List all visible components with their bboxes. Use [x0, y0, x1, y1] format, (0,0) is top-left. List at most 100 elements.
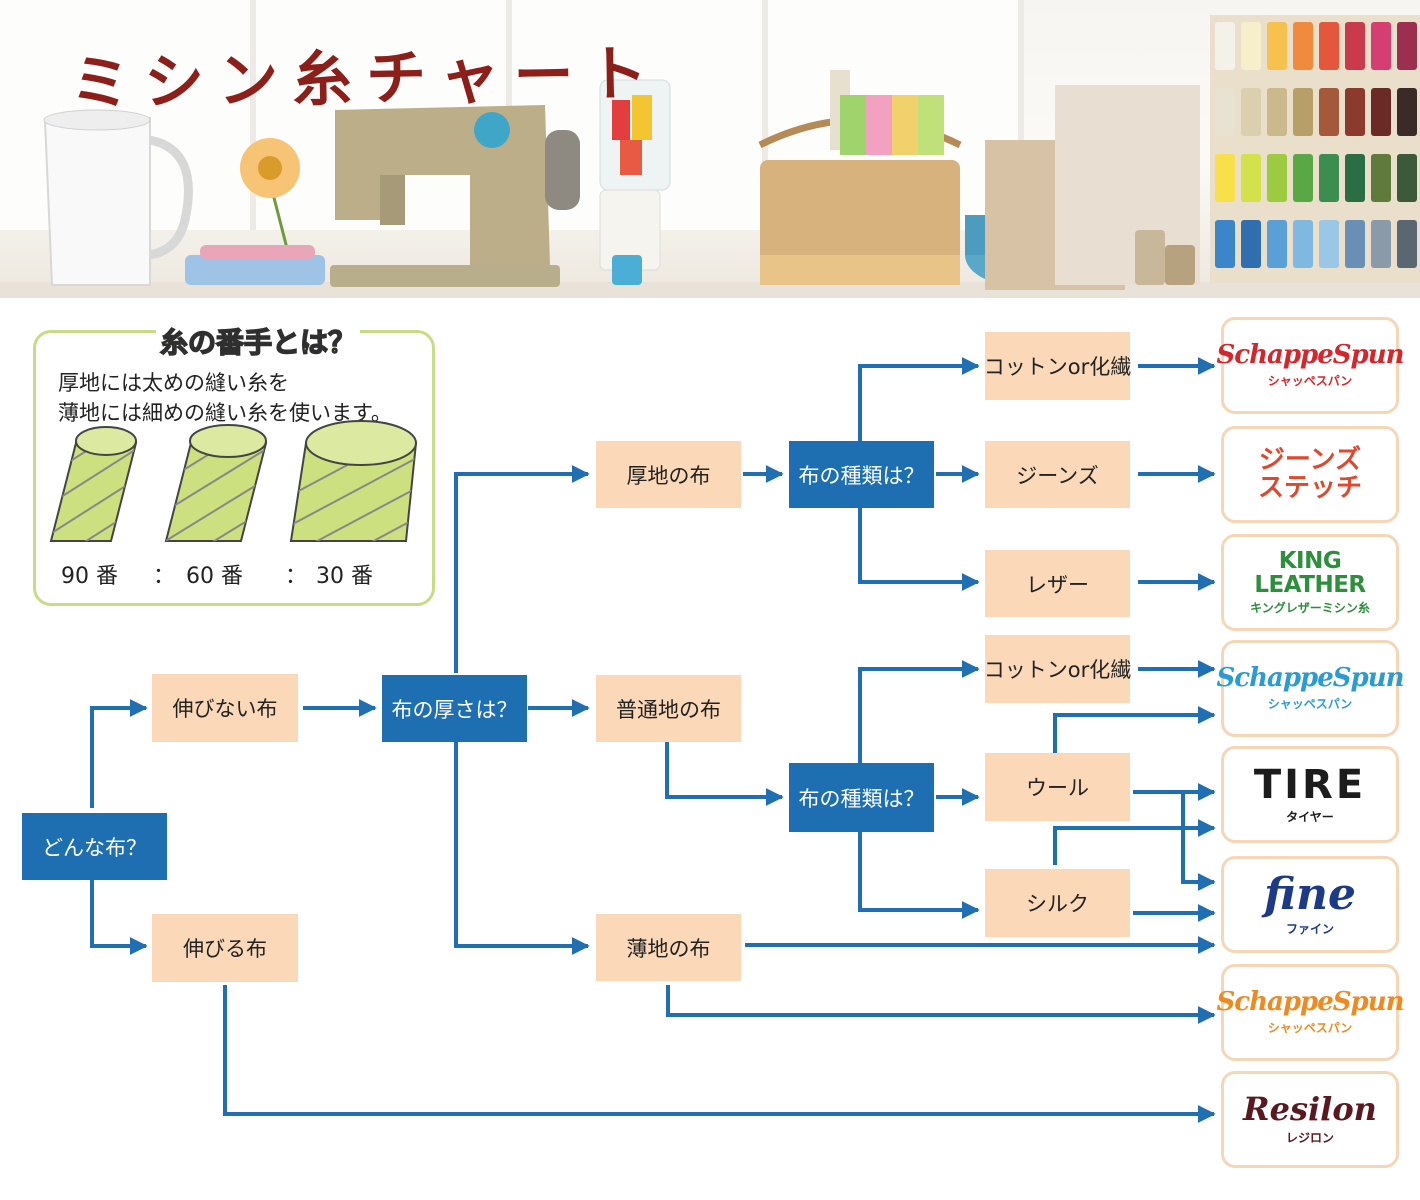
edge-wool-to-fine	[1133, 790, 1216, 891]
brand-card-tire: TIRE タイヤー	[1221, 746, 1399, 843]
edge-thickness-to-heavy	[454, 465, 590, 673]
brand-card-resilon: Resilon レジロン	[1221, 1071, 1399, 1168]
ratio-separator: ：	[153, 564, 176, 589]
thread-spool	[1397, 220, 1417, 268]
thread-jar-illustration	[599, 79, 671, 285]
thread-spool	[1267, 88, 1287, 136]
thread-thickness-illustration	[49, 420, 418, 542]
brand-logo-king-leather: KING LEATHER	[1254, 547, 1366, 598]
info-text-heavy: 厚地には太めの縫い糸を	[58, 371, 289, 395]
type-question-heavy: 布の種類は？	[789, 441, 934, 508]
brand-kana: キングレザーミシン糸	[1250, 601, 1370, 616]
type-question-medium: 布の種類は？	[789, 763, 934, 832]
brand-logo-resilon: Resilon	[1243, 1090, 1377, 1129]
option-light-fabric: 薄地の布	[596, 914, 741, 981]
thread-spool	[1319, 154, 1339, 202]
thread-spool	[1241, 22, 1261, 70]
info-box-title: 糸の番手とは？	[156, 321, 361, 361]
spool	[1135, 230, 1165, 285]
option-medium-fabric: 普通地の布	[596, 675, 741, 742]
edge-medium-to-typeq	[665, 742, 784, 806]
edge-light-to-schappe	[666, 985, 1216, 1024]
brand-logo-jeans-line2: ステッチ	[1257, 472, 1362, 503]
thread-spool	[1267, 220, 1287, 268]
option-jeans: ジーンズ	[985, 441, 1130, 508]
brand-kana: タイヤー	[1286, 810, 1334, 824]
thread-spool	[1241, 154, 1261, 202]
count-90-label: 90 番	[61, 564, 118, 589]
brand-logo-schappe-spun: SchappeSpun	[1216, 340, 1404, 371]
thread-spool	[1293, 88, 1313, 136]
edge-wool-to-schappe	[1053, 706, 1216, 753]
thread-spool	[1215, 88, 1235, 136]
brand-logo-schappe-spun: SchappeSpun	[1216, 663, 1404, 694]
brand-card-schappe-spun-blue: SchappeSpun シャッペスパン	[1216, 640, 1405, 737]
option-heavy-fabric: 厚地の布	[596, 441, 741, 508]
thread-spool	[1293, 22, 1313, 70]
brand-logo-jeans-line1: ジーンズ	[1258, 445, 1362, 476]
thread-spool	[1345, 220, 1365, 268]
brand-logo-tire: TIRE	[1253, 762, 1367, 808]
edge-typeq-medium-to-cotton	[858, 660, 980, 763]
option-stretch-fabric: 伸びる布	[152, 914, 298, 982]
thread-spool	[1241, 88, 1261, 136]
edge-typeq-heavy-to-cotton	[858, 357, 980, 441]
thread-spool	[1397, 88, 1417, 136]
ratio-separator: ：	[285, 564, 308, 589]
header-banner: ミシン糸チャート	[0, 0, 1420, 298]
brand-logo-fine: fine	[1264, 868, 1356, 920]
thread-spool	[1345, 88, 1365, 136]
thread-spool	[1371, 154, 1391, 202]
thread-spool	[1215, 22, 1235, 70]
brand-kana: シャッペスパン	[1267, 1020, 1353, 1035]
thread-spool	[1397, 154, 1417, 202]
option-wool: ウール	[985, 753, 1130, 821]
thread-spool	[1267, 22, 1287, 70]
option-leather: レザー	[985, 550, 1130, 617]
pitcher-illustration	[43, 109, 193, 286]
edge-typeq-medium-to-silk	[858, 832, 980, 919]
banner-illustration	[0, 15, 1420, 298]
thread-spool	[1293, 154, 1313, 202]
thread-spool	[1319, 22, 1339, 70]
brand-kana: ファイン	[1285, 922, 1334, 937]
thread-spool	[1371, 88, 1391, 136]
thread-spool	[1267, 154, 1287, 202]
thread-count-info-box: 糸の番手とは？ 厚地には太めの縫い糸を 薄地には細めの縫い糸を使います。	[33, 321, 435, 606]
edge-start-to-nonstretch	[90, 699, 148, 808]
fabric-stack	[200, 245, 315, 259]
start-question: どんな布？	[22, 813, 167, 880]
flower-illustration	[240, 138, 300, 261]
thread-spool	[1241, 220, 1261, 268]
brand-kana: シャッペスパン	[1267, 373, 1353, 388]
spool	[1165, 245, 1195, 285]
option-medium-cotton: コットンor化繊	[984, 635, 1131, 703]
option-heavy-cotton: コットンor化繊	[984, 332, 1131, 400]
brand-logo-schappe-spun: SchappeSpun	[1216, 987, 1404, 1018]
option-silk: シルク	[985, 869, 1130, 937]
fabric-stack	[185, 255, 325, 285]
edge-stretch-to-resilon	[223, 985, 1216, 1123]
thread-spool	[1371, 22, 1391, 70]
thread-spool	[1293, 220, 1313, 268]
thread-spool	[1215, 220, 1235, 268]
brand-kana: レジロン	[1285, 1130, 1334, 1145]
thread-spool	[1371, 220, 1391, 268]
thread-spool	[1397, 22, 1417, 70]
sewing-machine-illustration	[330, 105, 580, 287]
option-non-stretch-fabric: 伸びない布	[152, 674, 298, 742]
edge-thickness-to-light	[454, 742, 590, 955]
info-text-light: 薄地には細めの縫い糸を使います。	[58, 401, 392, 425]
brand-card-fine: fine ファイン	[1221, 856, 1399, 953]
edge-start-to-stretch	[90, 880, 148, 955]
thread-30-cylinder	[289, 420, 418, 542]
thread-spool	[1345, 22, 1365, 70]
thread-spool	[1345, 154, 1365, 202]
brand-card-schappe-spun-red: SchappeSpun シャッペスパン	[1216, 317, 1405, 414]
brand-card-jeans-stitch: ジーンズ ステッチ	[1221, 426, 1399, 523]
count-60-label: 60 番	[186, 564, 243, 589]
brand-card-king-leather: KING LEATHER キングレザーミシン糸	[1221, 534, 1399, 631]
edge-typeq-heavy-to-leather	[858, 508, 980, 591]
thread-spool	[1319, 220, 1339, 268]
